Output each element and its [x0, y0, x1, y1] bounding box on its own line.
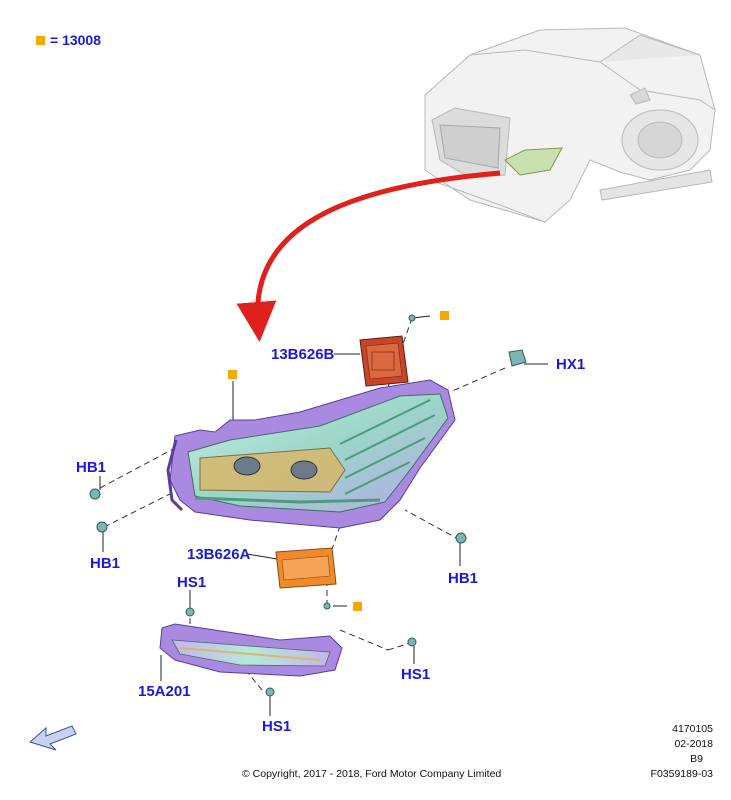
callout-hb1-right[interactable]: HB1 [448, 570, 479, 587]
headlamp-assembly [166, 379, 456, 529]
module-13B626A [275, 547, 337, 589]
lamp-15A201 [159, 623, 343, 677]
vehicle-illustration [424, 27, 716, 223]
fasteners [89, 314, 527, 697]
module-13B626B [359, 335, 409, 387]
location-arrow [236, 170, 501, 342]
figure-id: F0359189-03 [650, 768, 713, 780]
callout-hs1-top[interactable]: HS1 [177, 574, 207, 591]
callout-hb1-lower[interactable]: HB1 [90, 555, 121, 572]
callout-hb1-upper[interactable]: HB1 [76, 459, 107, 476]
front-direction-arrow [28, 725, 77, 751]
callout-hs1-right[interactable]: HS1 [401, 666, 431, 683]
marker-13008-upper [440, 311, 449, 320]
diagram-number: 4170105 [672, 723, 713, 735]
callout-13B626B[interactable]: 13B626B [271, 346, 335, 363]
marker-13008-lower [353, 602, 362, 611]
copyright-text: © Copyright, 2017 - 2018, Ford Motor Com… [242, 768, 502, 780]
legend: = 13008 [36, 32, 101, 48]
legend-marker [36, 35, 45, 45]
callout-13B626A[interactable]: 13B626A [187, 546, 251, 563]
diagram-date: 02-2018 [674, 738, 713, 750]
legend-text: = 13008 [50, 32, 101, 48]
callout-hx1[interactable]: HX1 [556, 356, 586, 373]
callout-15A201[interactable]: 15A201 [138, 683, 191, 700]
diagram-code: B9 [690, 753, 703, 765]
part-13008-markers [228, 311, 449, 611]
marker-13008-left [228, 370, 237, 379]
callout-hs1-bottom[interactable]: HS1 [262, 718, 292, 735]
